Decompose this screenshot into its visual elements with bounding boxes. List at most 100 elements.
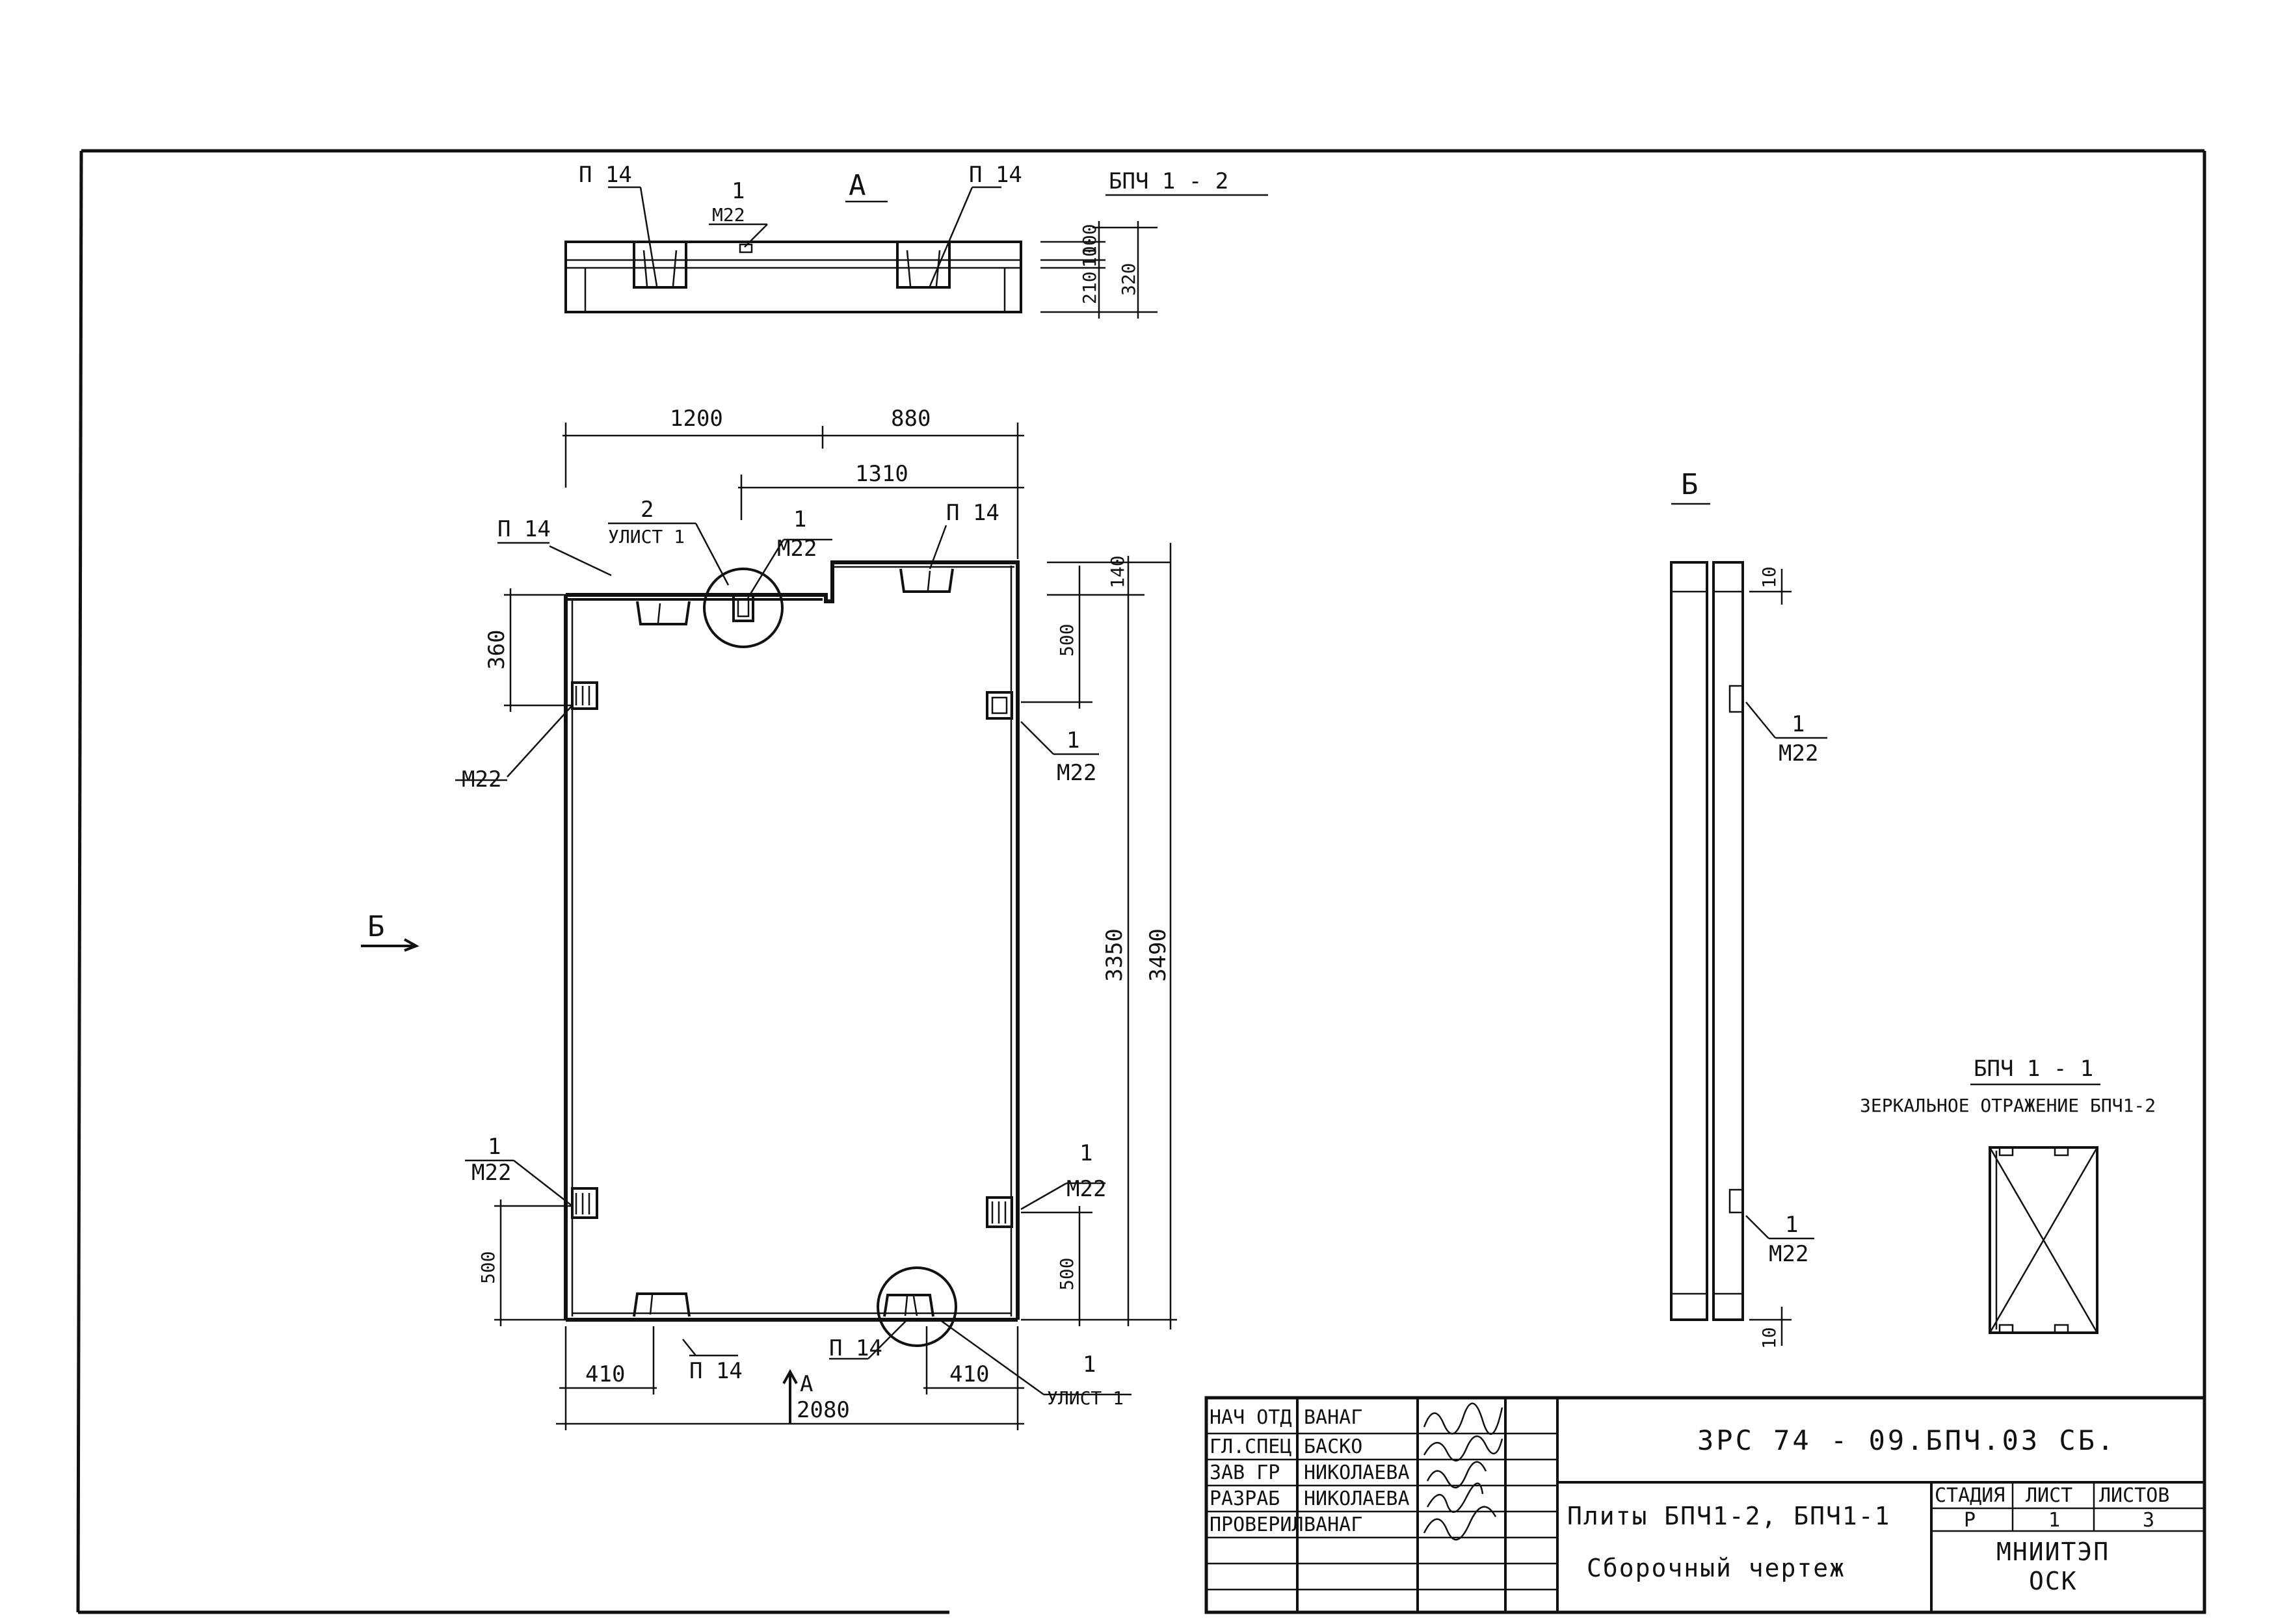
side-view-title: Б <box>1681 468 1699 501</box>
top-view-height-dimensions: 100 10 210 320 <box>1040 221 1158 319</box>
plan-callout-bl-mark: М22 <box>471 1160 511 1186</box>
mirror-view-title: БПЧ 1 - 1 <box>1974 1056 2093 1082</box>
plan-callout-br-mark: М22 <box>1066 1176 1106 1202</box>
dim-3490: 3490 <box>1145 928 1171 982</box>
top-view-section-mark: А <box>849 169 866 202</box>
dim-410-left: 410 <box>585 1361 625 1387</box>
side-callout-bottom-mark: М22 <box>1769 1241 1808 1267</box>
name-nach-otd: ВАНАГ <box>1304 1406 1362 1429</box>
drawing-type: Сборочный чертеж <box>1587 1554 1846 1582</box>
p14-insert-plan-top-right <box>899 568 954 593</box>
title-block: НАЧ ОТД ГЛ.СПЕЦ ЗАВ ГР РАЗРАБ ПРОВЕРИЛ В… <box>1204 1396 2206 1614</box>
plan-callout-1-top-number: 1 <box>793 506 806 532</box>
sheet-frame <box>76 149 2206 1614</box>
role-razrab: РАЗРАБ <box>1210 1487 1280 1510</box>
plan-callout-bl-number: 1 <box>488 1134 501 1160</box>
m22-plate-left-top <box>571 681 598 710</box>
plan-right-dimensions: 500 140 3350 3490 500 <box>1021 543 1177 1329</box>
p14-insert-top-view-right <box>896 241 951 289</box>
name-gl-spec: БАСКО <box>1304 1435 1362 1458</box>
signatures <box>1423 1402 1503 1541</box>
product-title: Плиты БПЧ1-2, БПЧ1-1 <box>1567 1502 1891 1530</box>
plan-leaders <box>455 522 1131 1396</box>
plan-callout-br-number: 1 <box>1079 1140 1092 1166</box>
side-view: Б 10 10 1 М22 1 М22 <box>1670 468 1827 1349</box>
dim-10: 10 <box>1079 246 1100 268</box>
plan-callout-right-mark: М22 <box>1057 760 1096 786</box>
plan-callout-right-number: 1 <box>1066 727 1079 753</box>
organization-unit: ОСК <box>2029 1567 2078 1595</box>
document-code: ЗРС 74 - 09.БПЧ.03 СБ. <box>1697 1424 2116 1456</box>
m22-plate-right-top <box>986 691 1013 720</box>
p14-insert-plan-top-left <box>636 601 691 625</box>
dim-320: 320 <box>1118 263 1139 296</box>
top-view: П 14 П 14 1 М22 А БПЧ 1 - 2 100 10 210 3… <box>564 162 1268 319</box>
dim-1200: 1200 <box>670 406 723 432</box>
m22-plate-top <box>732 594 754 622</box>
dim-500-bottom-left: 500 <box>477 1251 499 1284</box>
detail-circle-top <box>703 568 784 648</box>
dim-500-top-right: 500 <box>1056 623 1078 657</box>
plan-m22-left-label: М22 <box>462 766 501 792</box>
m22-plate-left-bottom <box>571 1187 598 1219</box>
plan-callout-2-number: 2 <box>641 497 654 523</box>
sheets-header: ЛИСТОВ <box>2099 1484 2169 1507</box>
section-arrow-b: Б <box>361 910 419 952</box>
top-view-title: БПЧ 1 - 2 <box>1109 168 1228 194</box>
plan-p14-bottom-right-label: П 14 <box>829 1335 882 1361</box>
top-view-callout-mark: М22 <box>712 204 745 226</box>
section-arrow-a-label: А <box>800 1371 813 1397</box>
plan-p14-bottom-left-label: П 14 <box>689 1358 743 1384</box>
role-proveril: ПРОВЕРИЛ <box>1210 1513 1304 1536</box>
p14-insert-top-view-left <box>633 241 687 289</box>
m22-plate-right-bottom <box>986 1196 1013 1228</box>
side-callout-top-mark: М22 <box>1779 740 1818 766</box>
side-dim-10-bottom: 10 <box>1758 1327 1780 1349</box>
role-gl-spec: ГЛ.СПЕЦ <box>1210 1435 1291 1458</box>
mirror-view-subtitle: ЗЕРКАЛЬНОЕ ОТРАЖЕНИЕ БПЧ1-2 <box>1860 1095 2156 1116</box>
sheet-value: 1 <box>2048 1509 2060 1532</box>
plan-p14-top-left-label: П 14 <box>497 516 551 542</box>
side-callout-bottom-number: 1 <box>1785 1212 1798 1238</box>
name-razrab: НИКОЛАЕВА <box>1304 1487 1410 1510</box>
side-dim-10-top: 10 <box>1758 566 1780 588</box>
organization-name: МНИИТЭП <box>1996 1538 2110 1566</box>
plan-callout-bottom-sheet: УЛИСТ 1 <box>1047 1387 1124 1409</box>
plan-top-dimensions: 1200 880 1310 <box>562 406 1024 559</box>
sheet-header: ЛИСТ <box>2026 1484 2072 1507</box>
top-view-callout-number: 1 <box>732 178 745 204</box>
stage-header: СТАДИЯ <box>1935 1484 2005 1507</box>
dim-880: 880 <box>891 406 931 432</box>
dim-1310: 1310 <box>855 461 908 487</box>
dim-500-bottom-right: 500 <box>1056 1257 1078 1290</box>
role-zav-gr: ЗАВ ГР <box>1210 1461 1280 1484</box>
role-nach-otd: НАЧ ОТД <box>1210 1406 1291 1429</box>
dim-210: 210 <box>1079 271 1100 304</box>
p14-insert-plan-bottom-left <box>633 1292 691 1317</box>
p14-insert-plan-bottom-right <box>883 1294 934 1317</box>
dim-100: 100 <box>1079 224 1100 257</box>
dim-140: 140 <box>1107 555 1128 588</box>
dim-2080: 2080 <box>797 1397 850 1423</box>
name-zav-gr: НИКОЛАЕВА <box>1304 1461 1410 1484</box>
section-arrow-a: А <box>782 1369 813 1424</box>
plan-p14-top-right-label: П 14 <box>946 500 999 526</box>
plan-left-dimensions: 360 500 <box>477 588 572 1326</box>
mirror-view: БПЧ 1 - 1 ЗЕРКАЛЬНОЕ ОТРАЖЕНИЕ БПЧ1-2 <box>1860 1056 2156 1334</box>
detail-circle-bottom <box>877 1266 957 1347</box>
plan-view: 1200 880 1310 360 500 500 1 <box>361 406 1177 1430</box>
top-view-left-insert-label: П 14 <box>579 162 632 188</box>
plan-callout-bottom-number: 1 <box>1083 1352 1096 1378</box>
side-callout-top-number: 1 <box>1792 711 1805 737</box>
section-arrow-b-label: Б <box>367 910 385 943</box>
plan-callout-1-top-mark: М22 <box>777 536 817 562</box>
name-proveril: ВАНАГ <box>1304 1513 1362 1536</box>
top-view-right-insert-label: П 14 <box>969 162 1022 188</box>
dim-410-right: 410 <box>949 1361 989 1387</box>
dim-360: 360 <box>484 630 510 670</box>
dim-3350: 3350 <box>1102 928 1128 982</box>
stage-value: Р <box>1964 1509 1976 1532</box>
plan-callout-2-sheet: УЛИСТ 1 <box>608 526 685 547</box>
sheets-value: 3 <box>2143 1509 2154 1532</box>
